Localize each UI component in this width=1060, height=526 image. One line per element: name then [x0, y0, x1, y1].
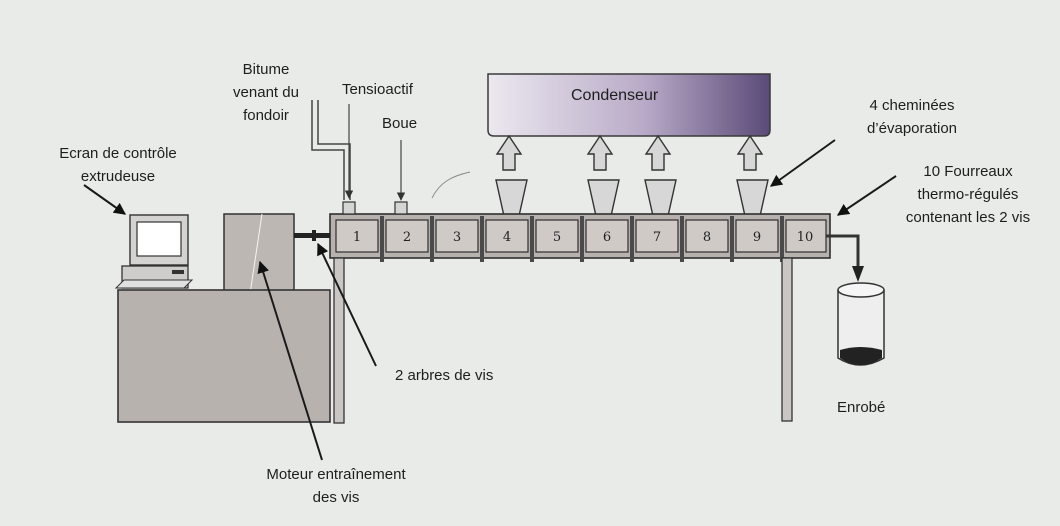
- barrels-label-line: 10 Fourreaux: [923, 163, 1013, 180]
- screw-shafts-label: 2 arbres de vis: [395, 367, 494, 384]
- motor-housing: [223, 213, 295, 295]
- barrel-number: 8: [702, 230, 712, 245]
- bitumen-label-line: Bitume: [242, 61, 290, 78]
- control-computer: [114, 214, 194, 289]
- bitumen-label-line: fondoir: [243, 107, 289, 124]
- barrel-number: 7: [652, 230, 662, 245]
- bitumen-label: Bitume venant du fondoir: [218, 58, 314, 127]
- barrel-number: 6: [602, 230, 612, 245]
- extruder-supports: [333, 257, 793, 424]
- motor-label: Moteur entraînement des vis: [236, 463, 436, 509]
- coated-product-beaker: [837, 282, 885, 366]
- barrel-row: [329, 213, 831, 262]
- control-screen-label-line: Ecran de contrôle: [59, 145, 177, 162]
- condenser: [487, 73, 771, 137]
- barrel-number: 4: [502, 230, 512, 245]
- bitumen-pipe: [311, 100, 351, 200]
- annotation-arrows: [83, 139, 897, 461]
- barrels-label-line: thermo-régulés: [917, 186, 1019, 203]
- boue-label: Boue: [382, 115, 418, 132]
- barrels-label: 10 Fourreaux thermo-régulés contenant le…: [880, 160, 1056, 229]
- barrels-label-line: contenant les 2 vis: [905, 209, 1031, 226]
- barrel-number: 5: [552, 230, 562, 245]
- bitumen-label-line: venant du: [233, 84, 299, 101]
- shaft-coupling: [294, 230, 330, 241]
- output-pipe: [826, 234, 860, 272]
- chimneys-label-line: d’évaporation: [866, 120, 958, 137]
- barrel-number: 2: [402, 230, 412, 245]
- chimneys-label: 4 cheminées d’évaporation: [846, 94, 978, 140]
- machine-base: [117, 289, 331, 423]
- enrobe-label: Enrobé: [837, 399, 886, 416]
- barrel-number: 10: [796, 230, 814, 245]
- motor-label-line: des vis: [312, 489, 360, 506]
- condenser-label: Condenseur: [571, 87, 659, 104]
- feed-ports: [342, 201, 408, 215]
- evaporation-chimneys: [495, 134, 769, 217]
- tensioactif-label: Tensioactif: [342, 81, 413, 98]
- motor-label-line: Moteur entraînement: [266, 466, 406, 483]
- barrel-number: 1: [352, 230, 362, 245]
- chimneys-label-line: 4 cheminées: [869, 97, 955, 114]
- control-screen-label: Ecran de contrôle extrudeuse: [44, 142, 192, 188]
- barrel-number: 3: [452, 230, 462, 245]
- barrel-number: 9: [752, 230, 762, 245]
- vapour-line: [431, 171, 471, 199]
- control-screen-label-line: extrudeuse: [80, 168, 156, 185]
